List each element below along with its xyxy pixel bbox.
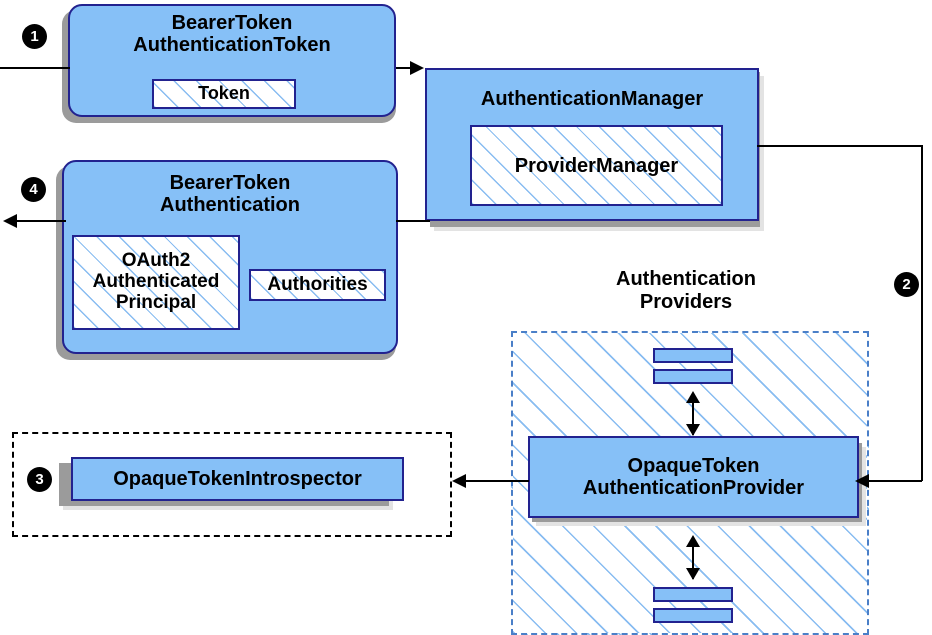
authentication-manager-title: AuthenticationManager xyxy=(480,88,704,110)
authentication-providers-title: Authentication Providers xyxy=(616,268,756,313)
opaque-token-introspector-title: OpaqueTokenIntrospector xyxy=(113,467,362,490)
connector-request-in xyxy=(0,67,70,69)
badge-step-4: 4 xyxy=(22,178,45,201)
connector-provider-to-introspector-line xyxy=(465,480,529,482)
compartment-authorities: Authorities xyxy=(249,269,386,301)
compartment-token: Token xyxy=(152,79,296,109)
bearer-token-authentication-token-title: BearerToken AuthenticationToken xyxy=(133,12,331,57)
badge-step-1: 1 xyxy=(23,25,46,48)
connector-provider-to-introspector-arrow xyxy=(452,474,466,488)
provider-bar-bottom-2 xyxy=(653,608,733,623)
badge-step-2: 2 xyxy=(895,273,918,296)
provider-link-top-arrow-down xyxy=(686,424,700,436)
opaque-token-authentication-provider-title: OpaqueToken AuthenticationProvider xyxy=(582,454,805,499)
compartment-provider-manager-label: ProviderManager xyxy=(514,154,679,177)
provider-link-bottom-arrow-down xyxy=(686,568,700,580)
compartment-authorities-label: Authorities xyxy=(267,273,368,295)
compartment-token-label: Token xyxy=(198,83,250,104)
connector-manager-to-result xyxy=(396,220,430,222)
compartment-oauth2-authenticated-principal-label: OAuth2 Authenticated Principal xyxy=(92,250,220,313)
badge-step-3: 3 xyxy=(28,468,51,491)
node-opaque-token-introspector[interactable]: OpaqueTokenIntrospector xyxy=(71,457,404,501)
node-opaque-token-authentication-provider[interactable]: OpaqueToken AuthenticationProvider xyxy=(528,436,859,518)
provider-link-bottom-arrow-up xyxy=(686,535,700,547)
connector-token-to-manager-arrow xyxy=(410,61,424,75)
connector-result-out-arrow xyxy=(3,214,17,228)
provider-bar-top-1 xyxy=(653,348,733,363)
badge-step-2-number: 2 xyxy=(902,276,911,293)
provider-link-top-line xyxy=(692,397,694,435)
connector-result-out-line xyxy=(16,220,66,222)
badge-step-1-number: 1 xyxy=(30,28,39,45)
provider-link-top-arrow-up xyxy=(686,391,700,403)
provider-bar-bottom-1 xyxy=(653,587,733,602)
connector-token-to-manager-line xyxy=(396,67,418,69)
connector-manager-to-provider-vert xyxy=(921,145,923,481)
provider-bar-top-2 xyxy=(653,369,733,384)
compartment-oauth2-authenticated-principal: OAuth2 Authenticated Principal xyxy=(72,235,240,330)
connector-manager-to-provider-arrow xyxy=(855,474,869,488)
opaque-token-introspector-group xyxy=(12,432,452,537)
bearer-token-authentication-title: BearerToken Authentication xyxy=(160,172,300,217)
badge-step-4-number: 4 xyxy=(29,181,38,198)
compartment-provider-manager: ProviderManager xyxy=(470,125,723,206)
connector-manager-to-provider-top xyxy=(757,145,922,147)
badge-step-3-number: 3 xyxy=(35,471,44,488)
connector-manager-to-provider-bottom xyxy=(857,480,922,482)
provider-link-bottom-line xyxy=(692,541,694,579)
node-bearer-token-authentication-token[interactable]: BearerToken AuthenticationToken xyxy=(68,4,396,117)
